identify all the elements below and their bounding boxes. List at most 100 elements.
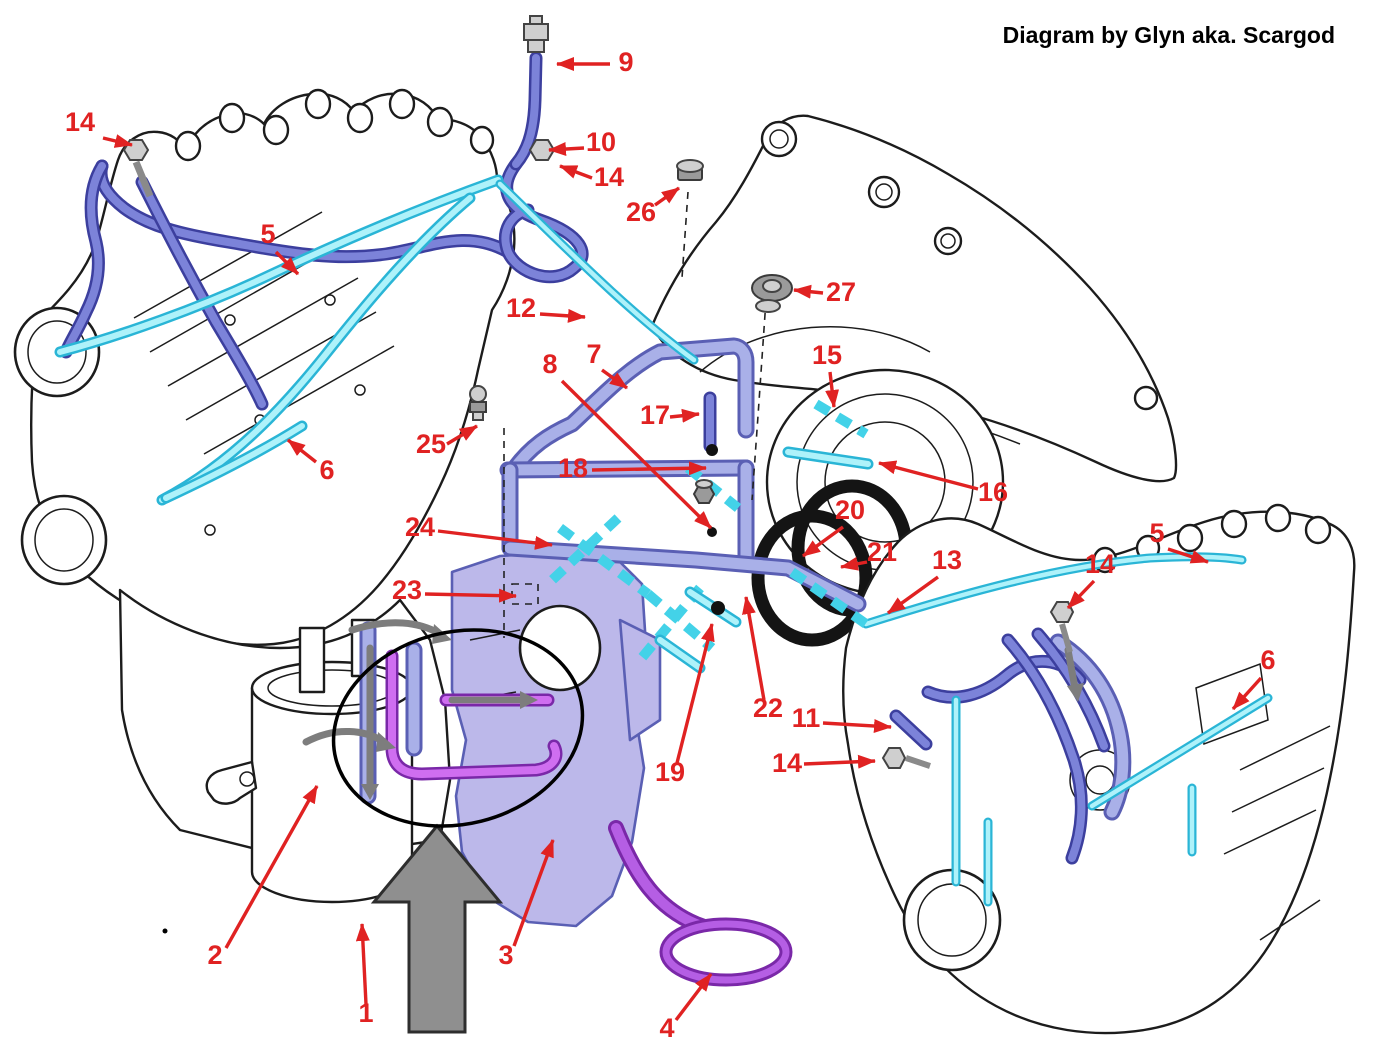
callout-leader-arrow [512, 839, 555, 947]
callout-number: 2 [207, 940, 222, 970]
callout-number: 17 [640, 400, 670, 430]
callout-4: 4 [659, 972, 713, 1043]
callout-number: 18 [558, 453, 588, 483]
callout-number: 1 [358, 998, 373, 1028]
pcv-valve-25-icon [469, 385, 487, 421]
callout-leader-arrow [224, 785, 319, 949]
callout-number: 14 [772, 748, 802, 778]
callout-leader-arrow [274, 250, 300, 276]
callout-number: 20 [835, 495, 865, 525]
center-plug-icon [692, 479, 716, 504]
callout-number: 14 [594, 162, 624, 192]
callout-leader-arrow [654, 186, 680, 207]
callout-leader-arrow [559, 164, 593, 180]
callout-20: 20 [802, 495, 865, 558]
callout-number: 5 [1149, 518, 1164, 548]
highlight-ellipse [331, 628, 585, 828]
callout-17: 17 [640, 400, 700, 430]
engine-line-art [13, 88, 1356, 1035]
callout-14: 14 [1066, 549, 1115, 610]
flow-arrows [302, 619, 1084, 800]
callout-leader-arrow [355, 923, 370, 1005]
callout-leader-arrow [424, 588, 517, 603]
callout-leader-arrow [674, 972, 713, 1022]
callout-number: 10 [586, 127, 616, 157]
callout-number: 25 [416, 429, 446, 459]
callout-number: 24 [405, 512, 435, 542]
callout-16: 16 [878, 460, 1008, 507]
callout-number: 12 [506, 293, 536, 323]
callout-6: 6 [286, 438, 335, 485]
hose-purple-drain [616, 828, 793, 987]
callout-leader-arrow [822, 719, 892, 733]
callout-21: 21 [840, 537, 897, 571]
callout-number: 6 [1260, 645, 1275, 675]
callout-leader-arrow [1167, 547, 1209, 564]
callout-number: 15 [812, 340, 842, 370]
callout-2: 2 [207, 785, 319, 970]
cyan-dashed-hose [789, 567, 869, 629]
callout-14: 14 [772, 748, 876, 778]
callout-19: 19 [655, 623, 715, 787]
hose-end-dot [706, 444, 718, 456]
callout-leader-arrow [1066, 579, 1096, 610]
callout-5: 5 [260, 219, 300, 276]
callout-number: 11 [792, 703, 821, 733]
callout-leader-arrow [742, 596, 766, 701]
callout-22: 22 [742, 596, 783, 723]
callout-15: 15 [812, 340, 842, 408]
callout-12: 12 [506, 293, 586, 323]
left-valve-cover-bumps [174, 88, 495, 162]
callout-7: 7 [586, 339, 628, 390]
callout-27: 27 [793, 277, 856, 307]
callout-leader-arrow [446, 424, 478, 446]
callout-leader-arrow [560, 379, 713, 530]
callout-5: 5 [1149, 518, 1209, 564]
hose-end-dot [707, 527, 717, 537]
callout-number: 14 [65, 107, 95, 137]
left-intake-port-lower [20, 494, 108, 586]
callout-6: 6 [1231, 645, 1276, 711]
callout-number: 23 [392, 575, 422, 605]
callout-leader-arrow [793, 284, 824, 299]
callout-number: 7 [586, 339, 601, 369]
callout-26: 26 [626, 186, 680, 227]
callout-leader-arrow [887, 575, 939, 615]
callout-leader-arrow [539, 308, 586, 323]
callout-10: 10 [548, 127, 616, 157]
callout-14: 14 [559, 162, 624, 192]
callout-leader-arrow [548, 142, 585, 157]
stray-dot [162, 928, 168, 934]
bolt-icon [881, 747, 931, 769]
callout-leader-arrow [840, 556, 868, 571]
plug-26-icon [676, 159, 704, 181]
callout-9: 9 [556, 47, 634, 77]
callout-1: 1 [355, 923, 374, 1028]
callout-number: 9 [618, 47, 633, 77]
callout-leader-arrow [102, 134, 133, 148]
callout-number: 22 [753, 693, 783, 723]
dipstick-cap-icon [523, 15, 549, 53]
callout-leader-arrow [601, 368, 628, 390]
callout-leader-arrow [591, 461, 707, 476]
grommet-27-icon [751, 274, 793, 313]
callout-number: 4 [659, 1013, 674, 1043]
callout-leader-arrow [825, 371, 840, 408]
callout-14: 14 [65, 107, 133, 148]
callout-11: 11 [792, 703, 892, 733]
callout-leader-arrow [803, 754, 876, 769]
callout-8: 8 [542, 349, 713, 530]
callout-23: 23 [392, 575, 517, 605]
callout-leader-arrow [437, 529, 553, 550]
oil-separator-manifold [450, 550, 662, 928]
callout-3: 3 [498, 839, 555, 970]
callout-leader-arrow [675, 623, 715, 764]
callout-25: 25 [416, 424, 478, 459]
callout-number: 21 [867, 537, 897, 567]
callout-number: 8 [542, 349, 557, 379]
callout-leader-arrow [1231, 676, 1263, 711]
callout-number: 19 [655, 757, 685, 787]
callout-leader-arrow [286, 438, 318, 464]
callout-number: 3 [498, 940, 513, 970]
